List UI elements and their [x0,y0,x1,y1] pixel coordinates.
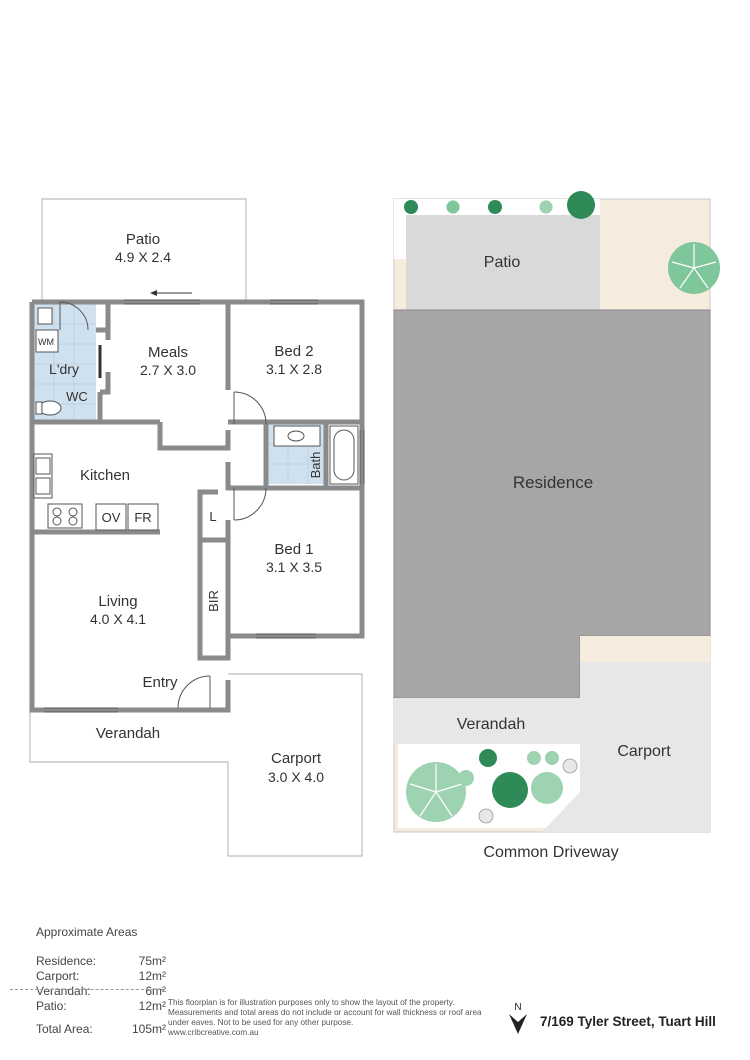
disclaimer: This floorplan is for illustration purpo… [168,998,503,1038]
kitchen-label: Kitchen [80,467,130,484]
verandah-carport-outline [29,673,363,857]
floor-plan: Patio 4.9 X 2.4 Meals 2.7 X 3.0 Bed 2 3.… [29,198,365,857]
area-total-value: 105m² [131,1022,166,1036]
bir-label: BIR [206,590,221,612]
site-plan: Patio Residence Verandah Carport Common … [393,191,720,861]
wc-label: WC [66,389,88,404]
area-row: Carport: 12m² [36,969,166,984]
sink-bowl-2 [35,477,51,495]
site-patio-label: Patio [484,254,521,271]
fridge-label: FR [134,510,151,525]
sink-bowl-1 [35,457,51,475]
tree-icon [478,808,494,824]
burner [68,507,78,517]
site-verandah-label: Verandah [457,716,526,733]
meals-label: Meals [148,344,188,361]
carport-dims: 3.0 X 4.0 [268,769,324,785]
oven-label: OV [102,510,121,525]
divider [10,989,164,990]
tree-icon [538,199,554,215]
area-row: Patio: 12m² [36,999,166,1014]
area-label: Carport: [36,969,80,983]
site-patio [406,215,600,310]
bathtub-inner [333,429,355,481]
bed1-dims: 3.1 X 3.5 [266,559,322,575]
site-garden-bed [580,636,710,662]
oven [95,503,127,531]
windows [44,299,365,713]
basin [287,430,305,442]
disclaimer-text: This floorplan is for illustration purpo… [168,998,482,1027]
site-residence-label: Residence [513,473,593,492]
areas-heading: Approximate Areas [36,925,138,939]
site-driveway-label: Common Driveway [483,844,618,861]
burner [52,516,62,526]
tree-icon [527,751,541,765]
carport-label: Carport [271,750,322,767]
area-value: 12m² [138,969,166,983]
trees [404,191,720,824]
area-total-label: Total Area: [36,1022,93,1036]
area-label: Patio: [36,999,67,1013]
tree-branches-icon [409,764,463,817]
burner [68,516,78,526]
patio-label: Patio [126,231,160,248]
toilet-cistern [35,401,43,415]
wm-label: WM [38,337,54,347]
area-total-row: Total Area: 105m² [36,1022,166,1037]
walls [29,299,365,713]
linen-label: L [209,509,216,524]
bed1-label: Bed 1 [274,541,313,558]
website-link[interactable]: www.cribcreative.com.au [168,1028,259,1037]
bath-label: Bath [308,452,323,479]
tree-icon [492,772,528,808]
sliding-door-arrow [98,290,192,378]
tree-icon [479,749,497,767]
tree-icon [445,199,461,215]
approximate-areas: Approximate Areas Residence: 75m² Carpor… [36,925,166,1037]
garden-strip-side [394,199,406,259]
north-arrow-icon: N [509,1002,527,1034]
site-carport-label: Carport [617,743,671,760]
tree-icon [562,758,578,774]
cooktop [47,503,83,529]
area-value: 75m² [138,954,166,968]
area-row: Residence: 75m² [36,954,166,969]
door-swings [59,301,267,709]
site-verandah-carport [394,662,710,832]
tree-icon [531,772,563,804]
burner [52,507,62,517]
meals-dims: 2.7 X 3.0 [140,362,196,378]
tree-icon [567,191,595,219]
patio-dims: 4.9 X 2.4 [115,249,171,265]
property-address: 7/169 Tyler Street, Tuart Hill [540,1014,716,1029]
patio-outline [41,198,247,302]
entry-label: Entry [142,674,178,691]
fridge [127,503,159,531]
tree-branches-icon [671,244,717,289]
tree-icon [545,751,559,765]
area-row: Verandah: 6m² [36,984,166,999]
living-dims: 4.0 X 4.1 [90,611,146,627]
tree-icon [488,200,502,214]
verandah-label: Verandah [96,725,160,742]
tree-icon [458,770,474,786]
bed2-dims: 3.1 X 2.8 [266,361,322,377]
north-label: N [514,1002,521,1013]
area-value: 6m² [145,984,166,998]
bed2-label: Bed 2 [274,343,313,360]
area-label: Residence: [36,954,97,968]
laundry-label: L'dry [49,361,79,377]
area-value: 12m² [138,999,166,1013]
fixtures [33,307,359,531]
laundry-trough [37,307,53,325]
area-label: Verandah: [36,984,91,998]
driveway-corner [542,792,580,832]
washing-machine [35,329,59,353]
tree-icon [404,200,418,214]
living-label: Living [98,593,137,610]
